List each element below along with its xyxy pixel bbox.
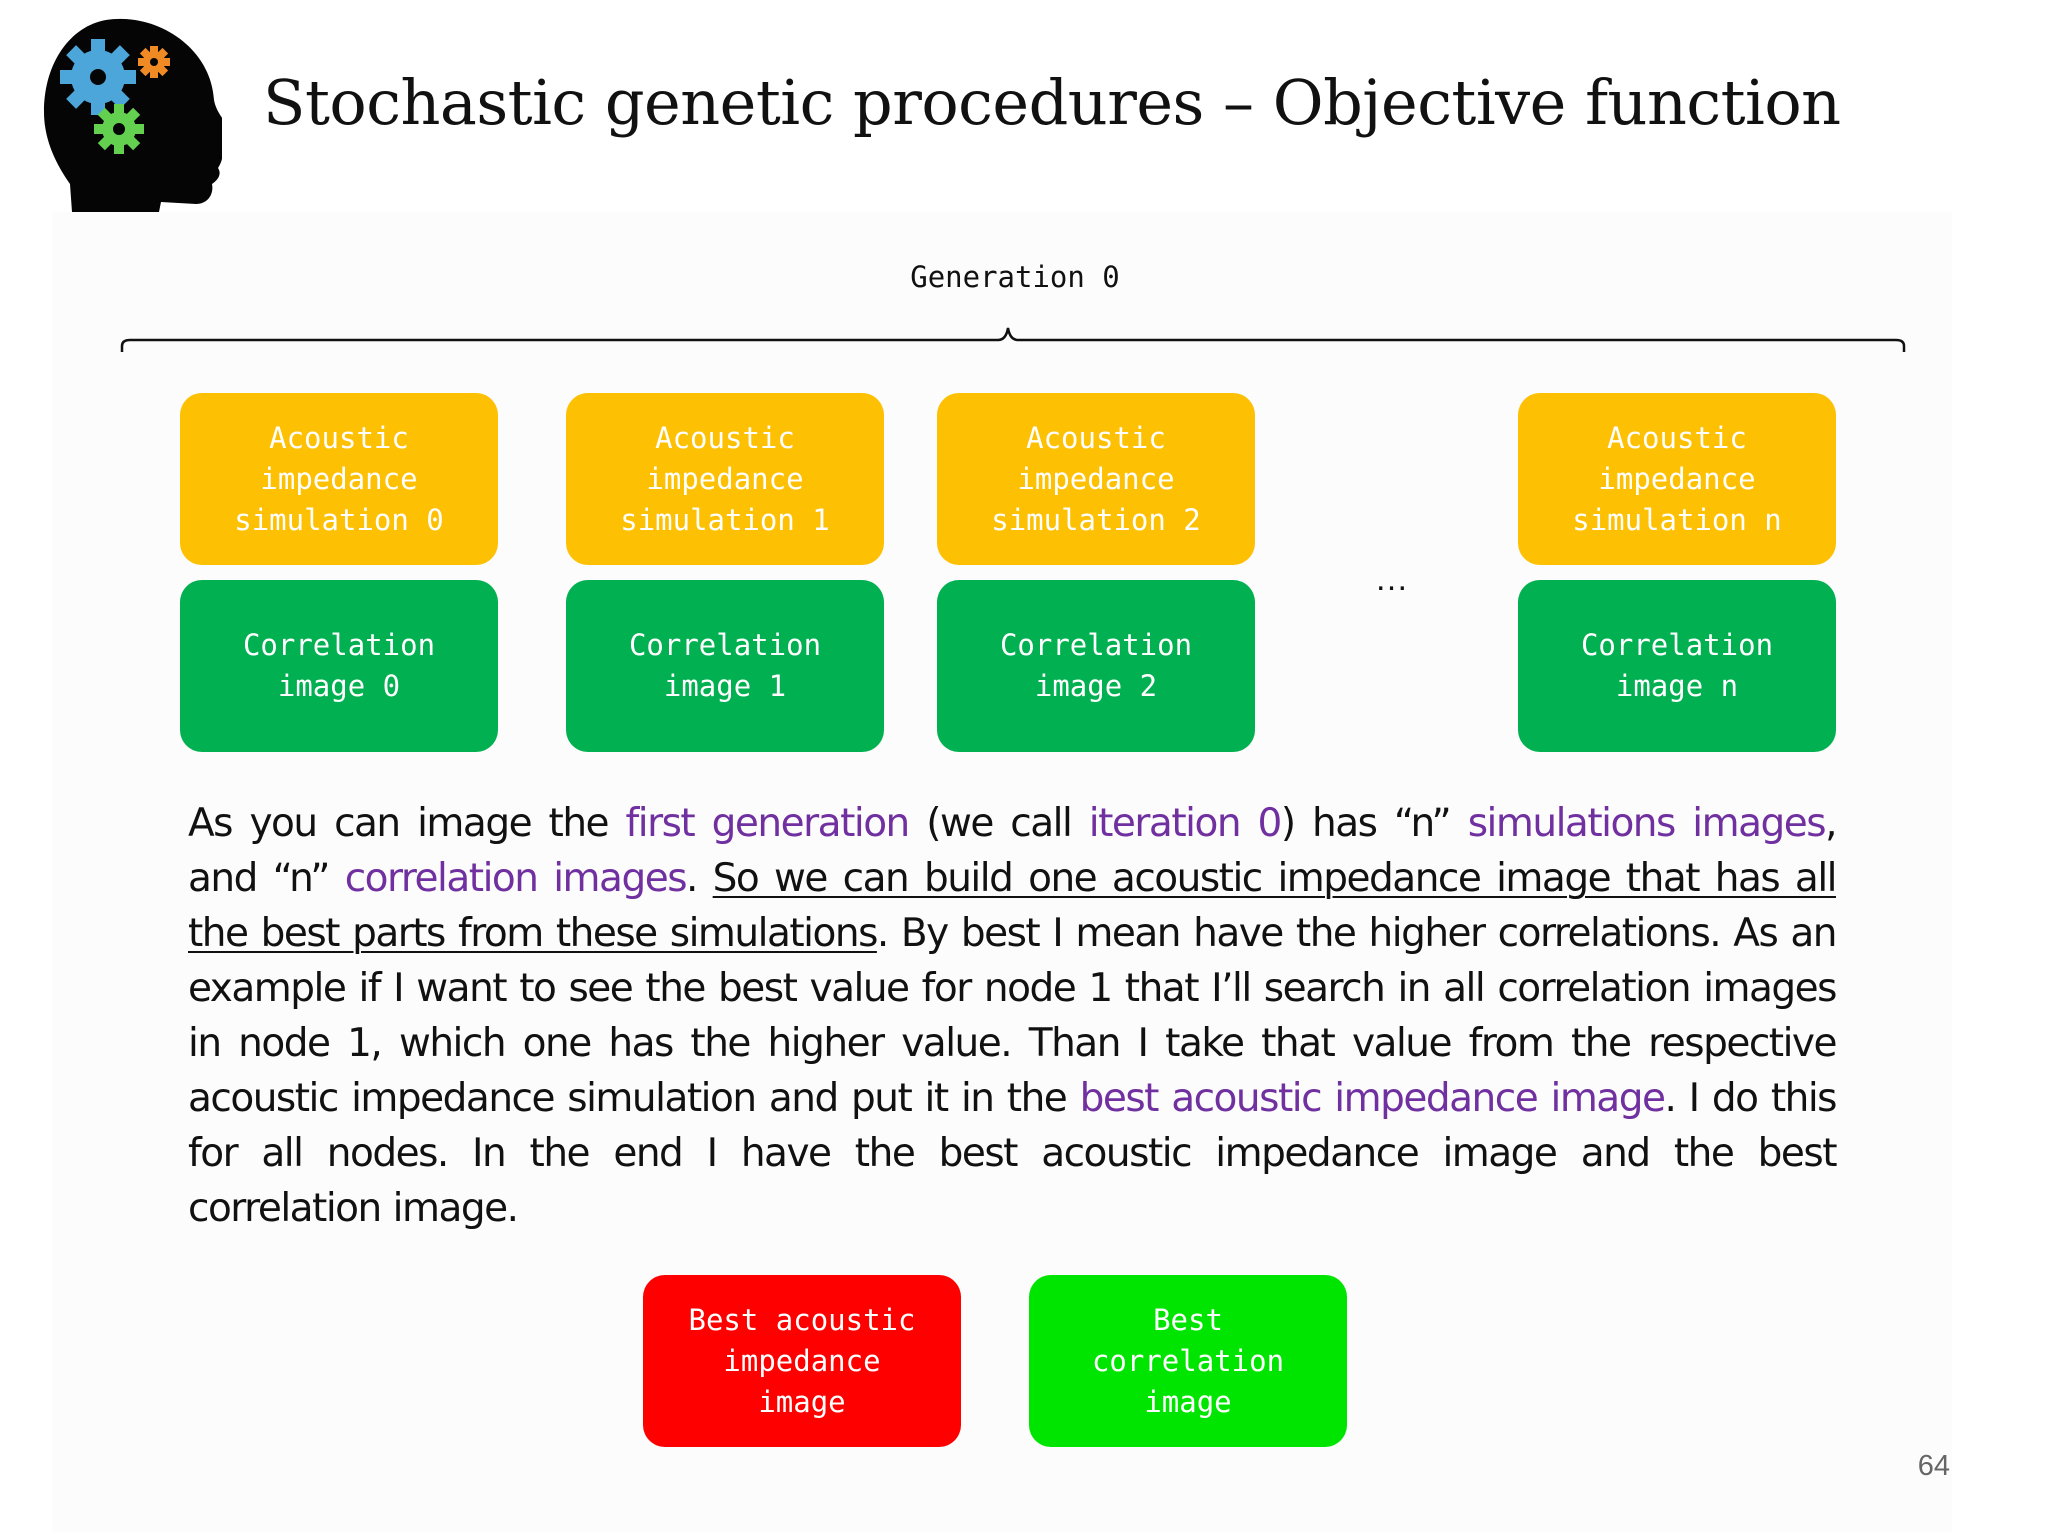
box-line: Correlation — [628, 628, 822, 662]
correlation-box-1: Correlation image 1 — [566, 580, 884, 752]
correlation-box-2: Correlation image 2 — [937, 580, 1255, 752]
box-line: Acoustic — [269, 420, 409, 455]
text-run: . — [686, 856, 713, 901]
box-line: simulation 2 — [991, 502, 1201, 537]
simulation-box-1: Acoustic impedance simulation 1 — [566, 393, 884, 565]
box-line: image n — [1615, 669, 1739, 703]
ellipsis: … — [1374, 560, 1410, 598]
text-run: . By best I mean have the higher correla… — [188, 911, 1838, 1121]
box-line: Correlation — [242, 628, 436, 662]
best-impedance-box: Best acoustic impedance image — [643, 1275, 961, 1447]
box-line: image 0 — [277, 669, 401, 703]
text-run: ) has “n” — [1280, 801, 1468, 846]
text-run: , and “n” — [188, 801, 1838, 901]
box-line: Correlation — [999, 628, 1193, 662]
highlight-text: iteration 0 — [1088, 801, 1283, 846]
best-correlation-box: Best correlation image — [1029, 1275, 1347, 1447]
box-line: Best acoustic — [688, 1302, 916, 1337]
box-line: correlation — [1091, 1343, 1285, 1378]
generation-brace — [120, 327, 1906, 352]
box-line: impedance — [723, 1343, 881, 1378]
box-line: Best — [1153, 1302, 1223, 1337]
highlight-text: simulations images — [1467, 801, 1827, 846]
box-line: Acoustic — [1607, 420, 1747, 455]
simulation-box-0: Acoustic impedance simulation 0 — [180, 393, 498, 565]
box-line: impedance — [260, 461, 418, 496]
generation-label: Generation 0 — [910, 260, 1120, 294]
highlight-text: correlation images — [344, 856, 688, 901]
body-paragraph: As you can image the first generation (w… — [188, 796, 1838, 1236]
box-line: impedance — [1017, 461, 1175, 496]
box-line: image 1 — [663, 669, 787, 703]
box-line: simulation 0 — [234, 502, 444, 537]
box-line: image — [758, 1384, 846, 1419]
slide-title: Stochastic genetic procedures – Objectiv… — [263, 66, 1841, 139]
box-line: image — [1144, 1384, 1232, 1419]
highlight-text: best acoustic impedance image — [1079, 1076, 1666, 1121]
box-line: Acoustic — [655, 420, 795, 455]
head-with-gears-icon — [44, 18, 222, 212]
box-line: simulation n — [1572, 502, 1782, 537]
box-line: Correlation — [1580, 628, 1774, 662]
underlined-text: So we can build one acoustic impedance i… — [188, 856, 1838, 956]
correlation-box-0: Correlation image 0 — [180, 580, 498, 752]
simulation-box-n: Acoustic impedance simulation n — [1518, 393, 1836, 565]
page-number: 64 — [1917, 1450, 1950, 1482]
box-line: simulation 1 — [620, 502, 830, 537]
box-line: impedance — [1598, 461, 1756, 496]
highlight-text: first generation — [625, 801, 911, 846]
box-line: Acoustic — [1026, 420, 1166, 455]
text-run: (we call — [908, 801, 1089, 846]
box-line: image 2 — [1034, 669, 1158, 703]
text-run: As you can image the — [188, 801, 626, 846]
correlation-box-n: Correlation image n — [1518, 580, 1836, 752]
text-run: . I do this for all nodes. In the end I … — [188, 1076, 1838, 1231]
simulation-box-2: Acoustic impedance simulation 2 — [937, 393, 1255, 565]
box-line: impedance — [646, 461, 804, 496]
